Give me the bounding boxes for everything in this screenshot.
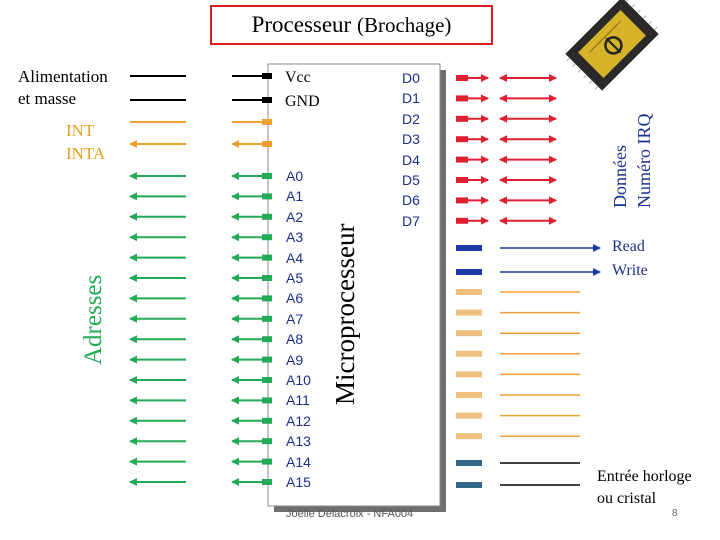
data-line-d3 <box>456 135 557 144</box>
pin-label-d7: D7 <box>402 212 420 229</box>
address-line-a0 <box>129 172 272 180</box>
power-lines <box>130 73 272 103</box>
footer: Joëlle Delacroix - NFA004 <box>286 508 414 520</box>
other-line <box>456 289 580 295</box>
pin-label-a6: A6 <box>286 290 304 307</box>
other-line <box>456 392 580 398</box>
address-lines <box>129 172 272 486</box>
pin-label-d3: D3 <box>402 131 420 148</box>
pin-label-d5: D5 <box>402 172 420 188</box>
pin-label-a3: A3 <box>286 229 304 246</box>
address-line-a6 <box>129 294 272 303</box>
address-line-a3 <box>129 233 272 242</box>
page-title: Processeur (Brochage) <box>210 5 493 45</box>
title-paren: (Brochage) <box>356 13 452 37</box>
address-line-a5 <box>129 274 272 282</box>
address-line-a4 <box>129 253 272 262</box>
label-write: Write <box>612 262 648 279</box>
other-line <box>456 371 580 378</box>
interrupt-lines <box>129 119 272 148</box>
pin-label-a7: A7 <box>286 310 304 327</box>
address-line-a12 <box>129 416 272 425</box>
other-line <box>456 412 580 419</box>
page-number: 8 <box>672 508 678 519</box>
chip-name: Microprocesseur <box>330 223 360 405</box>
address-line-a13 <box>129 437 272 446</box>
data-line-d7 <box>456 216 557 225</box>
pin-label-a15: A15 <box>286 474 311 490</box>
address-line-a8 <box>129 335 272 344</box>
pin-label-a0: A0 <box>286 168 304 184</box>
pin-label-d0: D0 <box>402 70 420 86</box>
other-line <box>456 309 580 316</box>
pin-label-a5: A5 <box>286 270 304 286</box>
label-donnees: Données <box>610 145 630 208</box>
pin-label-a1: A1 <box>286 188 304 205</box>
pin-gnd: GND <box>285 93 320 110</box>
pin-vcc: Vcc <box>285 69 311 86</box>
pin-label-a8: A8 <box>286 331 304 348</box>
label-read: Read <box>612 238 645 255</box>
pin-label-a2: A2 <box>286 208 304 225</box>
pin-label-a14: A14 <box>286 453 311 470</box>
address-line-a2 <box>129 212 272 221</box>
title-main: Processeur <box>251 12 357 37</box>
pin-label-d4: D4 <box>402 151 420 168</box>
label-inta: INTA <box>66 144 106 163</box>
address-line-a1 <box>129 192 272 201</box>
label-masse: et masse <box>18 89 77 108</box>
chip-body <box>267 63 441 507</box>
address-line-a9 <box>129 355 272 364</box>
control-lines <box>456 244 601 276</box>
pin-label-a11: A11 <box>286 392 310 409</box>
pin-label-a4: A4 <box>286 249 304 266</box>
pin-label-a10: A10 <box>286 372 311 388</box>
other-line <box>456 330 580 337</box>
label-clock-2: ou cristal <box>597 490 657 507</box>
data-lines <box>456 74 557 225</box>
data-line-d2 <box>456 114 557 123</box>
cpu-chip-icon <box>565 0 659 91</box>
other-line <box>456 350 580 357</box>
pin-label-d1: D1 <box>402 90 420 107</box>
address-line-a15 <box>129 478 272 486</box>
data-line-d5 <box>456 176 557 184</box>
pin-label-a13: A13 <box>286 433 311 450</box>
label-clock-1: Entrée horloge <box>597 468 692 485</box>
data-line-d0 <box>456 74 557 82</box>
label-alimentation: Alimentation <box>18 67 108 86</box>
data-line-d4 <box>456 155 557 164</box>
other-lines-right <box>456 289 580 440</box>
label-irq: Numéro IRQ <box>634 113 654 208</box>
pin-label-d2: D2 <box>402 110 420 127</box>
label-int: INT <box>66 121 95 140</box>
data-line-d1 <box>456 94 557 103</box>
pin-label-a9: A9 <box>286 351 304 368</box>
address-line-a7 <box>129 314 272 323</box>
address-line-a10 <box>129 376 272 384</box>
clock-lines <box>456 460 580 488</box>
address-line-a14 <box>129 457 272 466</box>
pin-label-a12: A12 <box>286 412 311 429</box>
data-line-d6 <box>456 196 557 205</box>
pin-label-d6: D6 <box>402 192 420 209</box>
other-line <box>456 433 580 440</box>
address-line-a11 <box>129 396 272 405</box>
